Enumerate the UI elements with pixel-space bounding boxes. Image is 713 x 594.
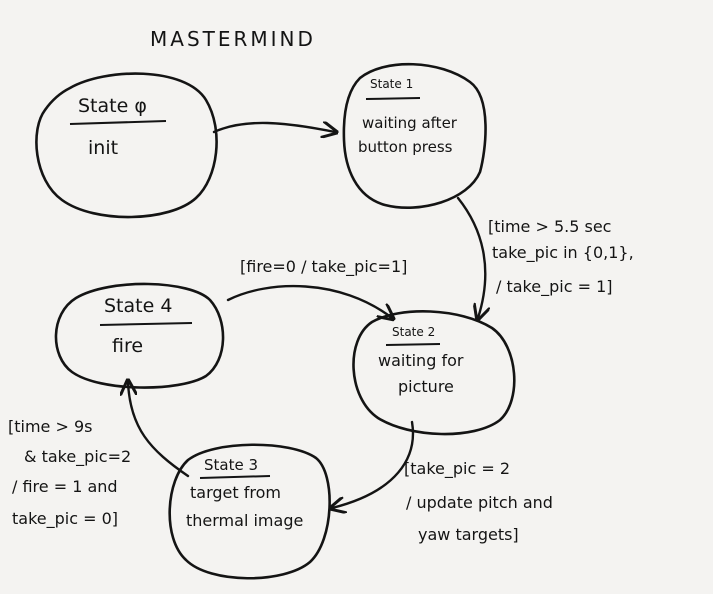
transition-2-to-3-arrow (332, 420, 415, 508)
transition-1-to-2-label-line-3: / take_pic = 1] (496, 277, 613, 297)
state-1-desc-line-2: button press (358, 138, 453, 156)
transition-4-to-2-label-line-1: [fire=0 / take_pic=1] (240, 257, 407, 277)
state-1-node: State 1 waiting after button press (342, 62, 487, 209)
transition-0-to-1-arrow (212, 123, 335, 132)
state-3-desc-line-2: thermal image (186, 511, 303, 530)
transition-1-to-2-arrow (456, 196, 485, 318)
state-3-desc-line-1: target from (190, 483, 281, 502)
state-1-name: State 1 (370, 77, 413, 91)
diagram-title: MASTERMIND (150, 27, 316, 51)
state-3-node: State 3 target from thermal image (168, 443, 331, 580)
transition-2-to-3-label-line-2: / update pitch and (406, 493, 553, 512)
transition-3-to-4-label-line-3: / fire = 1 and (12, 477, 118, 496)
state-0-desc-line-1: init (88, 137, 118, 159)
transition-1-to-2-label-line-1: [time > 5.5 sec (488, 217, 611, 236)
transition-2-to-3-label-line-1: [take_pic = 2 (404, 459, 510, 479)
state-4-name: State 4 (104, 295, 172, 317)
transition-2-to-3-label: [take_pic = 2 / update pitch and yaw tar… (404, 459, 553, 544)
transition-4-to-2-arrow (226, 284, 392, 318)
state-0-node: State φ init (35, 72, 218, 219)
state-2-node: State 2 waiting for picture (352, 310, 516, 436)
transition-1-to-2-label-line-2: take_pic in {0,1}, (492, 243, 634, 263)
state-2-desc-line-1: waiting for (378, 351, 464, 370)
transition-3-to-4-label-line-4: take_pic = 0] (12, 509, 118, 529)
transition-3-to-4-label: [time > 9s & take_pic=2 / fire = 1 and t… (8, 417, 131, 529)
transition-3-to-4-label-line-1: [time > 9s (8, 417, 92, 436)
transition-1-to-2-label: [time > 5.5 sec take_pic in {0,1}, / tak… (488, 217, 634, 297)
state-2-desc-line-2: picture (398, 377, 454, 396)
transition-3-to-4-label-line-2: & take_pic=2 (24, 447, 131, 467)
transition-2-to-3-label-line-3: yaw targets] (418, 525, 519, 544)
state-1-desc-line-1: waiting after (362, 114, 458, 132)
transition-3-to-4-arrow (128, 382, 190, 478)
state-3-name: State 3 (204, 456, 258, 474)
state-4-node: State 4 fire (54, 282, 225, 389)
state-2-name: State 2 (392, 325, 435, 339)
state-4-desc-line-1: fire (112, 335, 143, 357)
state-0-name: State φ (78, 95, 147, 117)
transition-4-to-2-label: [fire=0 / take_pic=1] (240, 257, 407, 277)
